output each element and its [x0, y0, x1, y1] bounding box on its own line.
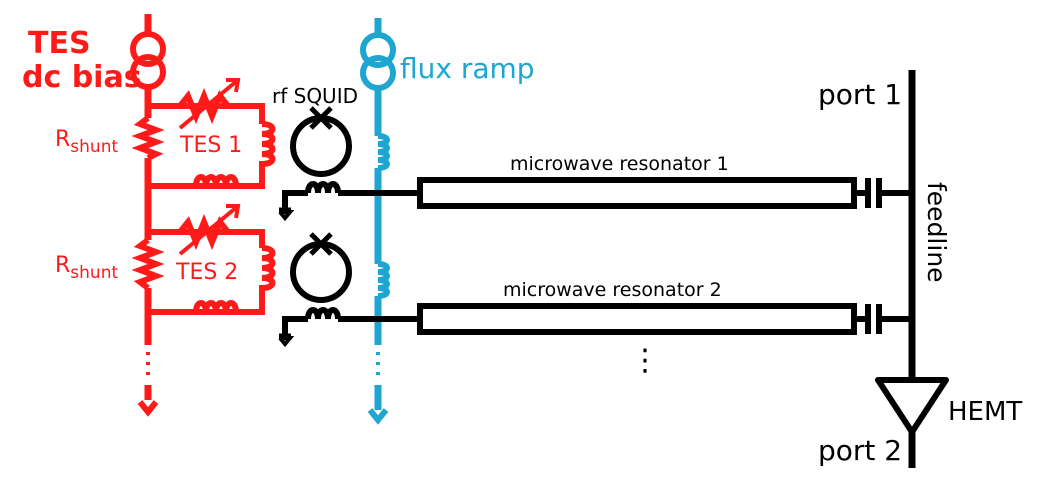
resonator-continuation-dots: ⋮ — [630, 343, 660, 378]
resonator-coupling — [278, 177, 912, 348]
tes-2-variable-arrow-shaft — [178, 204, 240, 256]
tes-1-loop-top — [148, 103, 265, 124]
r-shunt-2-main: R — [55, 253, 70, 278]
tes-bias-label-1: TES — [28, 26, 91, 61]
coupler-1-inductor — [305, 181, 341, 194]
microwave-resonator-2 — [417, 303, 857, 335]
hemt-amplifier — [875, 377, 949, 435]
tes-1-series-inductor — [193, 174, 239, 187]
hemt-label: HEMT — [948, 397, 1022, 427]
rf-squid-2-junction-b — [309, 232, 333, 256]
flux-ramp-ground-arrow — [367, 408, 389, 425]
tes-1-input-coil — [259, 121, 276, 168]
feedline-label: feedline — [922, 182, 951, 283]
r-shunt-1-resistor — [131, 115, 165, 161]
rf-squid-1-loop — [290, 115, 352, 177]
tes-1-variable-arrow-head — [226, 78, 241, 93]
r-shunt-1-label: Rshunt — [55, 127, 118, 157]
tes-1-variable-arrow-shaft — [178, 78, 240, 130]
resonator-1-label: microwave resonator 1 — [510, 153, 729, 175]
tes-bias-source-coil-top — [130, 31, 166, 67]
flux-ramp-source-coil-top — [360, 32, 396, 68]
r-shunt-1-main: R — [55, 127, 70, 152]
feedline-circuit — [875, 70, 949, 468]
flux-ramp-label: flux ramp — [400, 52, 535, 85]
flux-ramp-coil-2 — [377, 261, 390, 299]
tes-2-loop-bottom — [148, 294, 265, 315]
coupler-2-ground-lead — [282, 316, 308, 336]
r-shunt-2-label: Rshunt — [55, 253, 118, 283]
tes-2-series-inductor — [193, 300, 239, 313]
resonator-2-label: microwave resonator 2 — [503, 279, 722, 301]
coupler-2-ground-arrow — [278, 336, 295, 348]
coupler-1-ground-arrow — [278, 210, 295, 222]
rf-squid-1-junction-b — [309, 106, 333, 130]
coupler-1-ground-lead — [282, 190, 308, 210]
tes-2-label: TES 2 — [175, 260, 238, 285]
port-1-label: port 1 — [818, 78, 902, 111]
rf-squids — [290, 106, 352, 303]
r-shunt-2-resistor — [131, 237, 165, 291]
tes-2-variable-arrow-head — [226, 204, 241, 219]
rf-squid-label: rf SQUID — [272, 84, 358, 108]
tes-1-loop-bottom — [148, 168, 265, 189]
flux-ramp-circuit — [360, 18, 396, 425]
tes-bias-circuit — [130, 14, 276, 417]
port-2-label: port 2 — [818, 434, 902, 467]
tes-2-loop-top — [148, 229, 265, 248]
tes-bias-ground-arrow — [137, 400, 159, 417]
rf-squid-2-loop — [290, 241, 352, 303]
flux-ramp-coil-1 — [377, 133, 390, 171]
labels: TES dc bias flux ramp rf SQUID Rshunt Rs… — [22, 26, 1022, 467]
coupler-2-inductor — [305, 307, 341, 320]
tes-2-input-coil — [259, 245, 276, 294]
r-shunt-2-sub: shunt — [70, 263, 118, 283]
r-shunt-1-sub: shunt — [70, 137, 118, 157]
microwave-resonator-1 — [417, 177, 857, 209]
tes-bias-label-2: dc bias — [22, 60, 142, 95]
tes-1-label: TES 1 — [179, 133, 242, 158]
